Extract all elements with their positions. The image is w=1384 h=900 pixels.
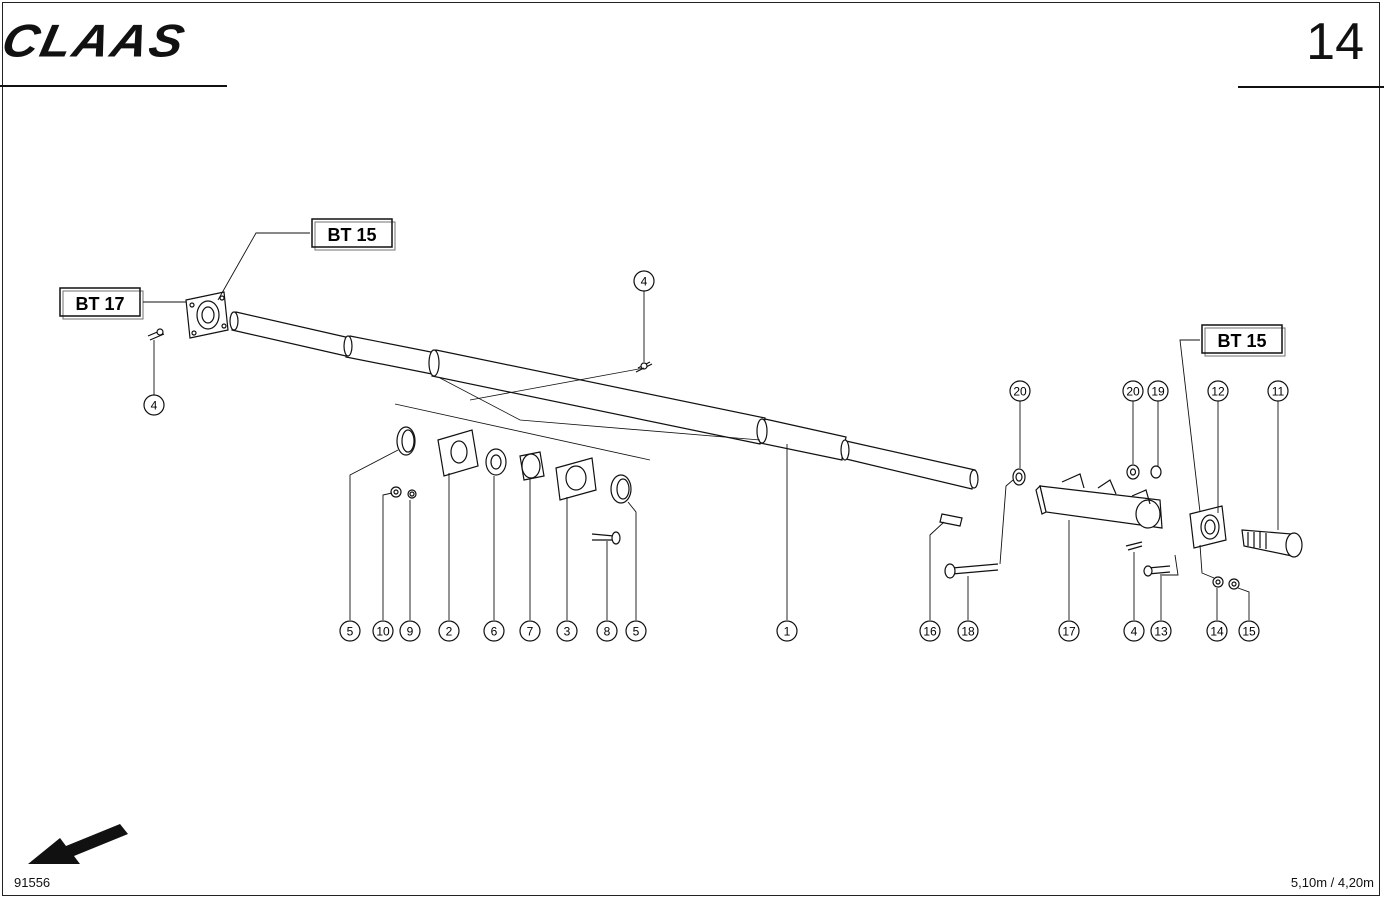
callout-5a: 5 xyxy=(339,620,361,642)
svg-text:BT 15: BT 15 xyxy=(327,225,376,245)
svg-text:18: 18 xyxy=(961,625,975,639)
grease-nipple-top xyxy=(635,361,653,373)
machine-size-note: 5,10m / 4,20m xyxy=(1290,875,1374,890)
svg-text:4: 4 xyxy=(1131,625,1138,639)
reference-bt17: BT 17 xyxy=(59,287,144,320)
callout-12: 12 xyxy=(1207,380,1229,402)
svg-text:15: 15 xyxy=(1242,625,1256,639)
left-bearing-assembly xyxy=(390,367,761,545)
callout-15: 15 xyxy=(1238,620,1260,642)
svg-text:12: 12 xyxy=(1211,385,1225,399)
callout-18: 18 xyxy=(957,620,979,642)
svg-text:4: 4 xyxy=(641,275,648,289)
svg-text:20: 20 xyxy=(1013,385,1027,399)
callout-20b: 20 xyxy=(1122,380,1144,402)
callout-6: 6 xyxy=(483,620,505,642)
svg-text:19: 19 xyxy=(1151,385,1165,399)
svg-text:4: 4 xyxy=(151,399,158,413)
callout-16: 16 xyxy=(919,620,941,642)
leader-lines xyxy=(143,232,1279,620)
main-shaft xyxy=(229,311,979,490)
callout-3: 3 xyxy=(556,620,578,642)
callout-14: 14 xyxy=(1206,620,1228,642)
part-callouts: 4 4 20 20 19 12 11 5 10 9 2 6 7 3 8 5 1 16 18 17 4 13 14 15 xyxy=(143,270,1289,642)
callout-7: 7 xyxy=(519,620,541,642)
callout-20a: 20 xyxy=(1009,380,1031,402)
callout-9: 9 xyxy=(399,620,421,642)
callout-19: 19 xyxy=(1147,380,1169,402)
page-number-underline xyxy=(1238,86,1384,88)
svg-text:5: 5 xyxy=(347,625,354,639)
svg-text:17: 17 xyxy=(1062,625,1076,639)
svg-text:3: 3 xyxy=(564,625,571,639)
svg-text:8: 8 xyxy=(604,625,611,639)
svg-text:7: 7 xyxy=(527,625,534,639)
svg-text:2: 2 xyxy=(446,625,453,639)
grease-nipple-left xyxy=(147,328,165,341)
reference-boxes: BT 15 BT 17 BT 15 xyxy=(59,218,1286,357)
svg-text:11: 11 xyxy=(1272,385,1285,399)
svg-text:14: 14 xyxy=(1210,625,1224,639)
svg-text:1: 1 xyxy=(784,625,791,639)
svg-text:9: 9 xyxy=(407,625,414,639)
svg-text:BT 17: BT 17 xyxy=(75,294,124,314)
callout-8: 8 xyxy=(596,620,618,642)
svg-text:BT 15: BT 15 xyxy=(1217,331,1266,351)
left-flange-bearing xyxy=(185,291,229,339)
page-number: 14 xyxy=(1306,13,1364,71)
callout-10: 10 xyxy=(372,620,394,642)
callout-2: 2 xyxy=(438,620,460,642)
svg-text:13: 13 xyxy=(1154,625,1168,639)
callout-4b: 4 xyxy=(143,394,165,416)
svg-text:5: 5 xyxy=(633,625,640,639)
callout-1: 1 xyxy=(776,620,798,642)
callout-17: 17 xyxy=(1058,620,1080,642)
callout-4a: 4 xyxy=(633,270,655,292)
callout-11: 11 xyxy=(1267,380,1289,402)
right-side-assembly xyxy=(939,464,1303,590)
svg-text:20: 20 xyxy=(1126,385,1140,399)
callout-4c: 4 xyxy=(1123,620,1145,642)
direction-arrow-icon xyxy=(28,824,128,864)
svg-text:6: 6 xyxy=(491,625,498,639)
diagram-number: 91556 xyxy=(14,875,51,890)
logo-underline xyxy=(0,85,227,87)
callout-13: 13 xyxy=(1150,620,1172,642)
reference-bt15-right: BT 15 xyxy=(1201,324,1286,357)
svg-text:16: 16 xyxy=(923,625,937,639)
svg-text:10: 10 xyxy=(376,625,390,639)
callout-5b: 5 xyxy=(625,620,647,642)
reference-bt15-left: BT 15 xyxy=(311,218,396,251)
